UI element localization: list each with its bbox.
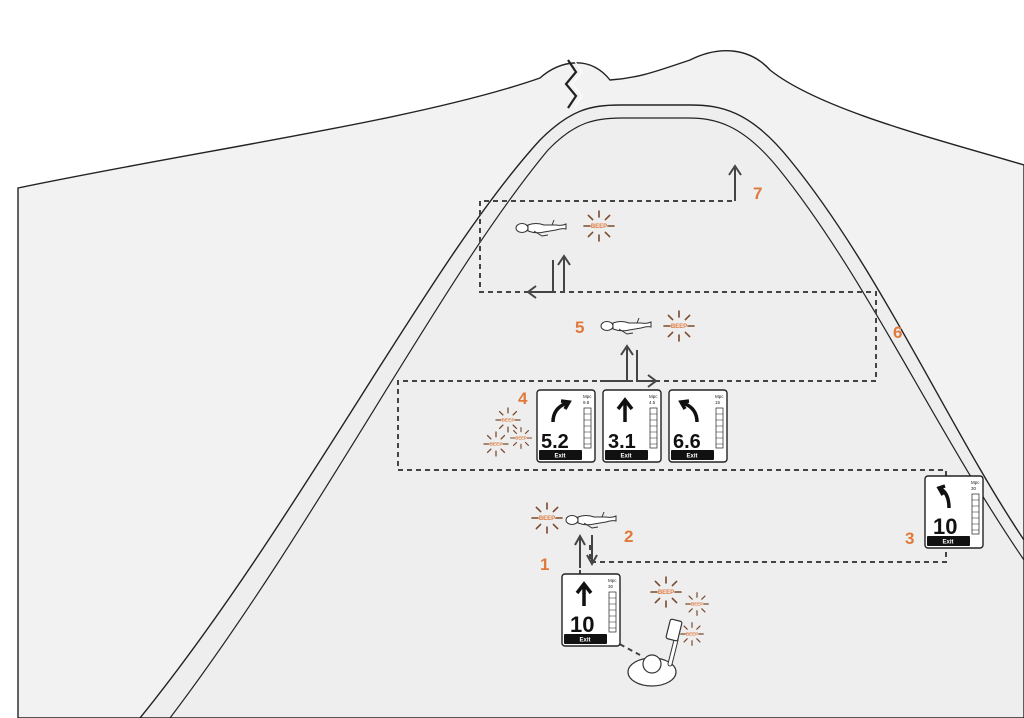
device-right-unit: Mpc xyxy=(971,480,980,485)
device-c-exit-label: Exit xyxy=(686,454,697,460)
step-6-label: 6 xyxy=(893,323,902,342)
device-right-distance: 10 xyxy=(933,514,957,539)
step-1-label: 1 xyxy=(540,555,549,574)
beep-burst-8: BEEP xyxy=(685,592,709,616)
step-3-label: 3 xyxy=(905,529,914,548)
summit-crack-inner xyxy=(571,59,583,109)
slope-inner-edge xyxy=(169,117,1024,718)
device-right-max: 30 xyxy=(971,486,977,491)
step-4-label: 4 xyxy=(518,389,528,408)
svg-text:BEEP: BEEP xyxy=(658,590,674,596)
beep-burst-7: BEEP xyxy=(650,576,682,608)
mountain-terrain xyxy=(17,50,1024,718)
device-start-unit: Mpc xyxy=(608,578,617,583)
beep-burst-6: BEEP xyxy=(509,426,533,450)
arrow-up-icon xyxy=(616,397,634,422)
handheld-transceiver-icon xyxy=(665,618,683,642)
transceiver-c: 6.6 Mpc 15 Exit xyxy=(668,389,728,463)
svg-text:BEEP: BEEP xyxy=(501,418,515,424)
arrow-up-icon xyxy=(575,581,593,606)
step-5-label: 5 xyxy=(575,318,584,337)
device-a-exit-label: Exit xyxy=(554,454,565,460)
device-b-distance: 3.1 xyxy=(608,431,636,453)
arrow-step-1-2 xyxy=(574,533,598,568)
transceiver-a: 5.2 Mpc 9.8 Exit xyxy=(536,389,596,463)
arrow-up-right-icon xyxy=(551,399,572,423)
arrow-turn-lower xyxy=(600,344,658,388)
svg-text:BEEP: BEEP xyxy=(489,442,503,448)
svg-text:BEEP: BEEP xyxy=(539,516,555,522)
device-b-unit: Mpc xyxy=(649,394,658,399)
transceiver-b: 3.1 Mpc 4.5 Exit xyxy=(602,389,662,463)
beep-burst-4: BEEP xyxy=(495,407,521,433)
beep-burst-2: BEEP xyxy=(663,310,695,342)
step-2-label: 2 xyxy=(624,527,633,546)
rescuer-figure xyxy=(627,618,683,687)
arrow-up-step-7 xyxy=(728,164,742,201)
beep-burst-3: BEEP xyxy=(531,502,563,534)
beep-burst-9: BEEP xyxy=(680,622,704,646)
device-a-distance: 5.2 xyxy=(541,431,569,453)
device-b-exit-label: Exit xyxy=(620,454,631,460)
transceiver-right: 10 Mpc 30 Exit xyxy=(924,475,984,549)
device-c-unit: Mpc xyxy=(715,394,724,399)
beep-burst-1: BEEP xyxy=(583,210,615,242)
svg-text:BEEP: BEEP xyxy=(671,324,687,330)
svg-text:BEEP: BEEP xyxy=(591,224,607,230)
step-7-label: 7 xyxy=(753,184,762,203)
device-a-unit: Mpc xyxy=(583,394,592,399)
device-start-distance: 10 xyxy=(570,612,594,637)
search-path xyxy=(397,200,947,563)
device-start-exit-label: Exit xyxy=(579,638,590,644)
device-start-max: 30 xyxy=(608,584,614,589)
transceiver-start: 10 Mpc 30 Exit xyxy=(561,573,621,647)
summit-crack xyxy=(564,59,578,109)
device-a-max: 9.8 xyxy=(583,400,590,405)
arrow-up-left-icon xyxy=(678,399,699,423)
arrow-turn-upper xyxy=(526,254,571,299)
svg-text:BEEP: BEEP xyxy=(686,632,698,637)
device-b-max: 4.5 xyxy=(649,400,656,405)
device-c-distance: 6.6 xyxy=(673,431,701,453)
beep-burst-5: BEEP xyxy=(483,431,509,457)
svg-text:BEEP: BEEP xyxy=(515,435,527,440)
device-right-exit-label: Exit xyxy=(942,540,953,546)
device-c-max: 15 xyxy=(715,400,721,405)
arrow-up-left-icon xyxy=(936,484,951,509)
svg-text:BEEP: BEEP xyxy=(691,602,703,607)
